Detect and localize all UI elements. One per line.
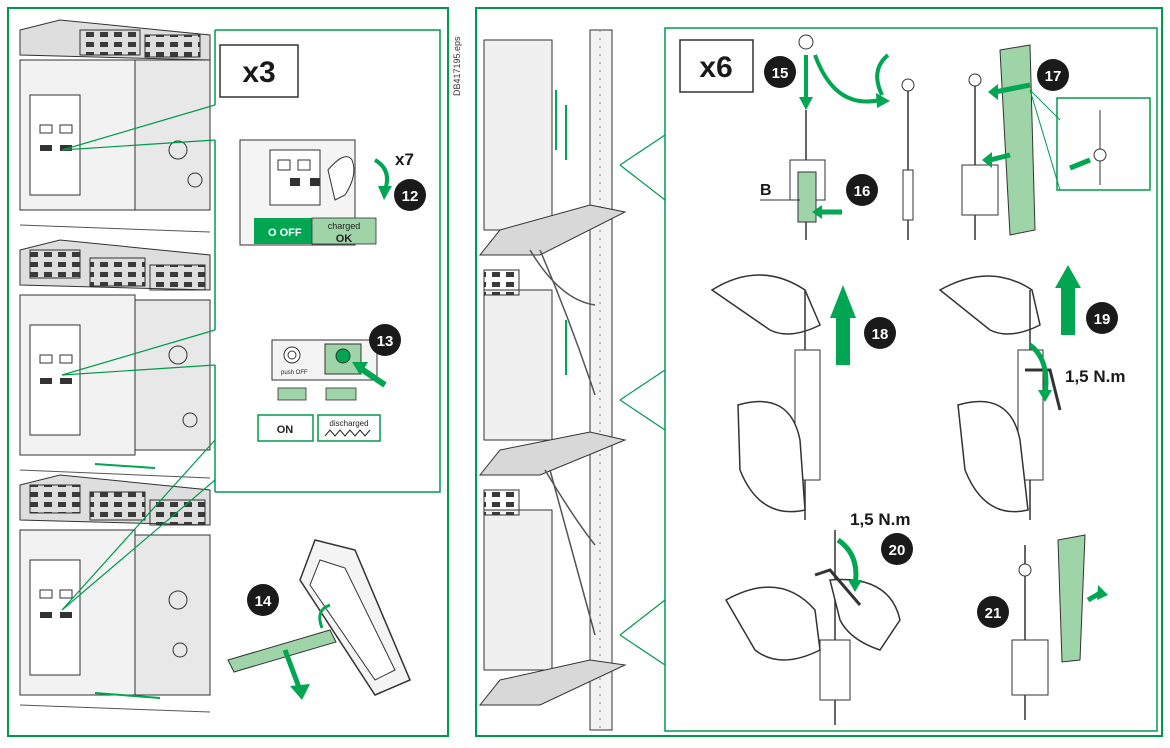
multiplier-x3-box: x3 <box>219 44 299 98</box>
ok-indicator-label: OK <box>336 233 353 245</box>
step-17-illustration: 17 <box>961 44 1151 240</box>
multiplier-x3: x3 <box>242 56 275 89</box>
step-20-badge: 20 <box>889 542 906 559</box>
charged-indicator-label: charged <box>328 221 361 231</box>
step-18-illustration: 18 <box>710 274 896 520</box>
torque-value-20: 1,5 N.m <box>850 510 910 529</box>
push-off-label: push OFF <box>281 370 308 376</box>
breaker-top <box>19 19 211 233</box>
step-12-illustration: O OFF charged OK x7 12 <box>239 139 426 246</box>
step-13-badge: 13 <box>377 333 394 350</box>
step-19-illustration: 19 1,5 N.m <box>938 265 1125 520</box>
step-15-badge: 15 <box>772 65 789 82</box>
detail-callout <box>61 29 441 611</box>
on-indicator-label: ON <box>277 424 294 436</box>
step-19-badge: 19 <box>1094 311 1111 328</box>
step-21-badge: 21 <box>985 605 1002 622</box>
breaker-bottom <box>19 474 211 713</box>
document-code: DB417195.eps <box>452 36 462 96</box>
step-13-illustration: push OFF ON discharged 13 <box>257 324 401 442</box>
multiplier-x6-box: x6 <box>679 39 754 93</box>
breaker-middle <box>19 239 211 479</box>
detail-frame <box>619 27 1158 732</box>
step-12-badge: 12 <box>402 188 419 205</box>
step-16-badge: 16 <box>854 183 871 200</box>
step-21-illustration: 21 <box>977 534 1108 720</box>
off-indicator-label: O OFF <box>268 227 302 239</box>
right-panel: x6 B 15 16 <box>475 7 1163 737</box>
step-20-illustration: 1,5 N.m 20 <box>724 510 913 725</box>
label-b: B <box>760 182 772 199</box>
left-panel: x3 O OFF charged OK x7 12 p <box>7 7 449 737</box>
step-17-badge: 17 <box>1045 68 1062 85</box>
repeat-x7: x7 <box>395 150 414 169</box>
step-14-badge: 14 <box>255 593 272 610</box>
multiplier-x6: x6 <box>699 51 732 84</box>
step-14-illustration: 14 <box>227 539 411 700</box>
rack-illustration <box>478 29 627 731</box>
torque-value-19: 1,5 N.m <box>1065 367 1125 386</box>
step-18-badge: 18 <box>872 326 889 343</box>
step-15-16-illustration: B 15 16 <box>760 34 915 240</box>
discharged-indicator-label: discharged <box>329 419 368 428</box>
